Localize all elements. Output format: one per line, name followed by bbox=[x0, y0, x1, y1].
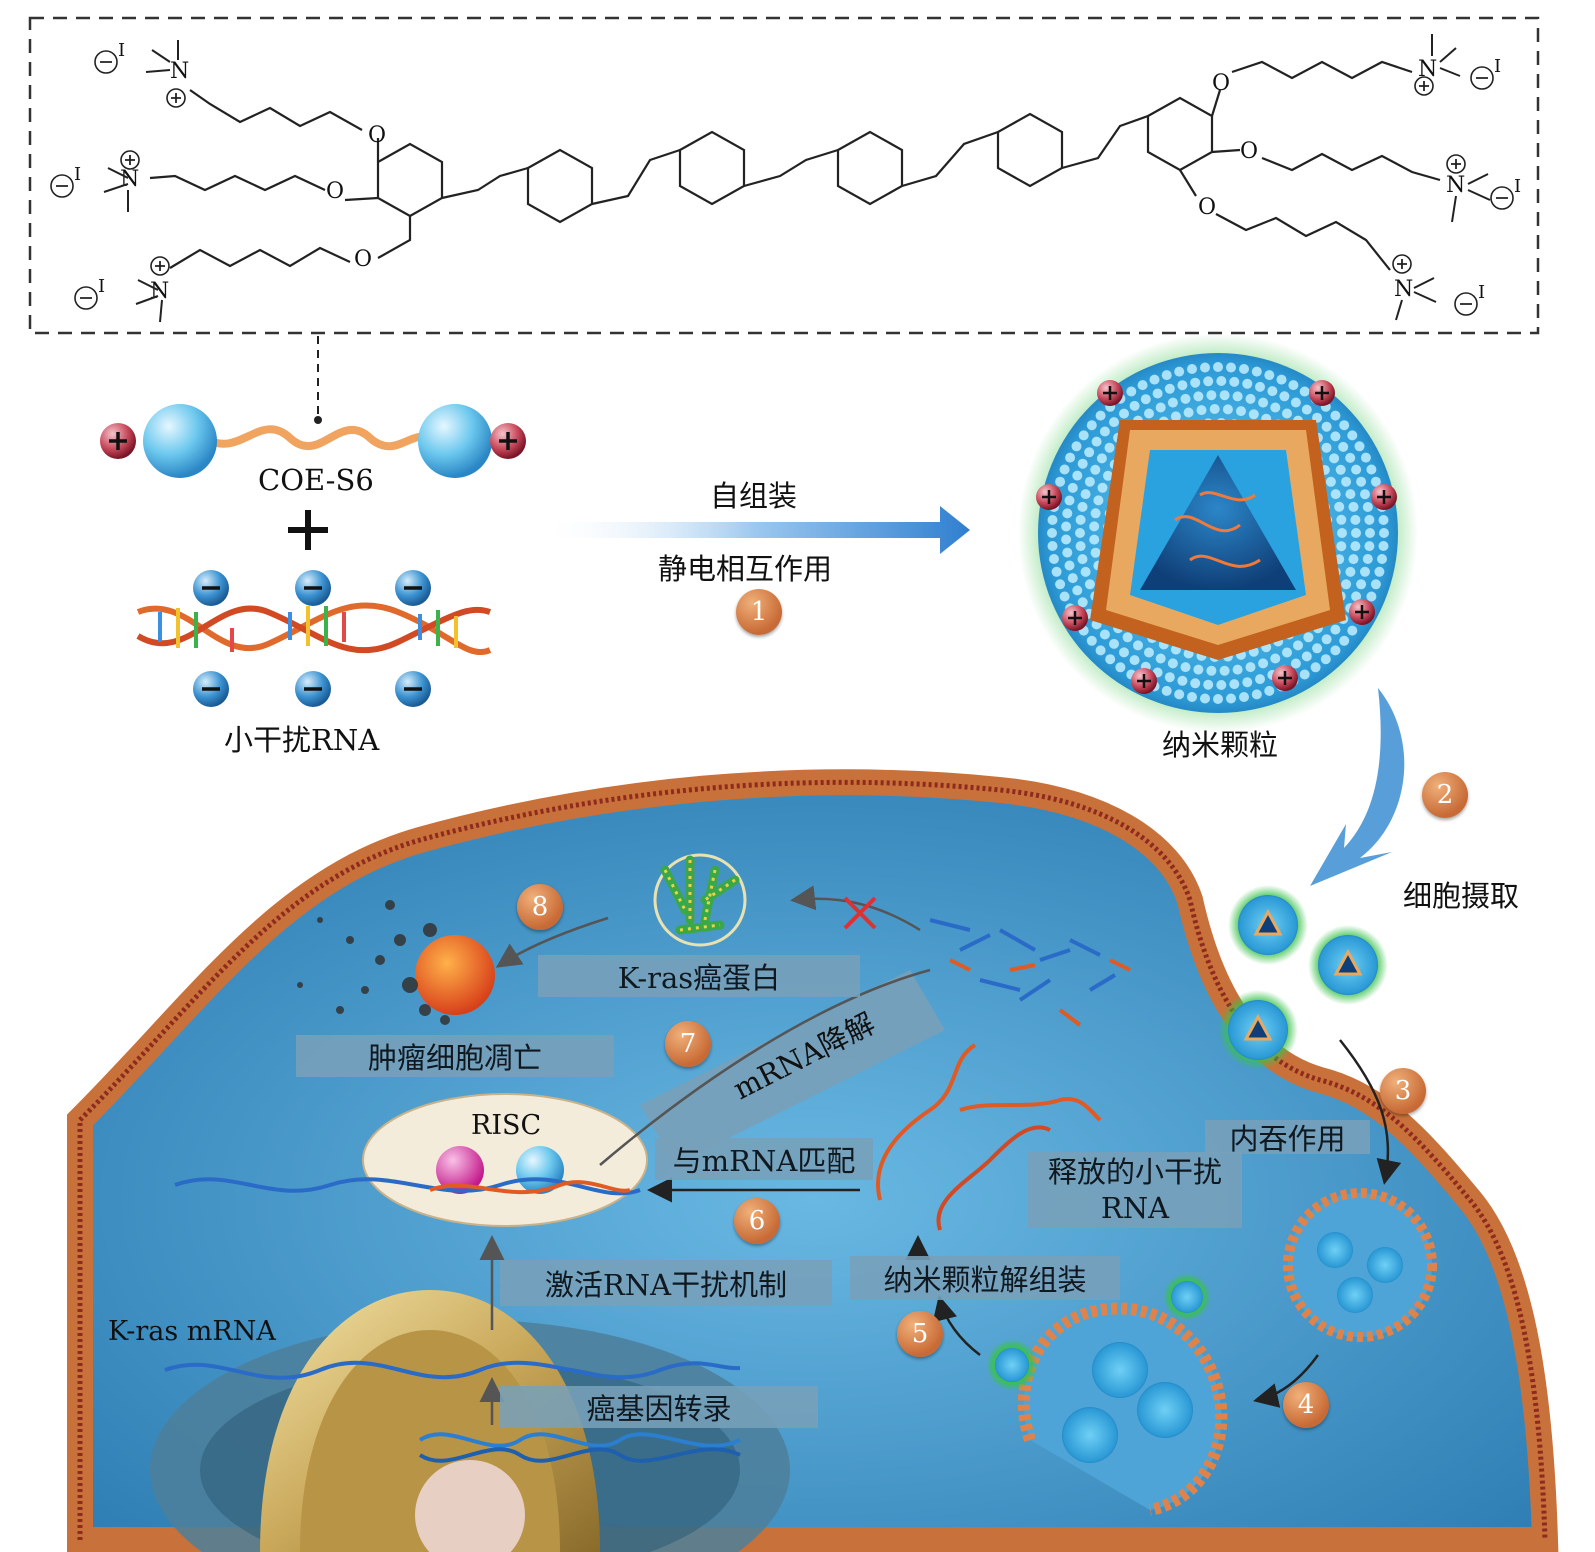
mrna-degradation-banner bbox=[640, 970, 945, 1165]
disassembling-endosome bbox=[986, 1273, 1228, 1516]
counterion-label: I bbox=[1514, 176, 1521, 197]
oxygen-atom: O bbox=[326, 179, 344, 204]
oxygen-atom: O bbox=[368, 123, 386, 148]
uptake-label: 细胞摄取 bbox=[1403, 879, 1520, 913]
molecule-dashed-frame bbox=[28, 16, 1540, 335]
self-assembly-label: 自组装 bbox=[710, 479, 798, 513]
arrow-icon bbox=[495, 916, 609, 968]
cross-mark-icon bbox=[843, 896, 877, 930]
arrow-icon bbox=[1253, 1354, 1320, 1408]
endocytosis-label: 内吞作用 bbox=[1205, 1120, 1370, 1156]
electrostatic-label: 静电相互作用 bbox=[658, 552, 833, 586]
step-badge-7: 7 bbox=[665, 1021, 711, 1067]
arrow-icon bbox=[790, 885, 921, 932]
counterion-label: I bbox=[1478, 282, 1485, 303]
benzene-ring bbox=[996, 112, 1064, 188]
nitrogen-atom: N bbox=[1394, 277, 1413, 302]
oncogene-transcription-label: 癌基因转录 bbox=[500, 1386, 818, 1428]
released-sirna-strands bbox=[876, 1043, 1102, 1231]
self-assembly-arrow bbox=[540, 506, 970, 554]
degraded-mrna-fragments bbox=[929, 918, 1131, 1027]
nanoparticle-label: 纳米颗粒 bbox=[1162, 728, 1279, 762]
endocytosed-nanoparticles bbox=[1218, 885, 1388, 1070]
sirna-helix bbox=[136, 602, 492, 655]
released-sirna-label: 释放的小干扰RNA bbox=[1028, 1152, 1242, 1228]
activate-rnai-label: 激活RNA干扰机制 bbox=[500, 1260, 832, 1306]
oxygen-atom: O bbox=[354, 247, 372, 272]
step-badge-8: 8 bbox=[517, 884, 563, 930]
coe-s6-label: COE-S6 bbox=[258, 463, 374, 497]
uptake-arrow bbox=[1310, 688, 1405, 886]
oxygen-atom: O bbox=[1198, 195, 1216, 220]
match-mrna-label: 与mRNA匹配 bbox=[655, 1138, 873, 1180]
coe-s6-icon bbox=[100, 404, 526, 478]
target-mrna-strand bbox=[174, 1177, 641, 1196]
molecule-structure: O O O O O O N N N N N N bbox=[28, 16, 1540, 335]
nitrogen-atom: N bbox=[1446, 173, 1465, 198]
counterion-label: I bbox=[98, 276, 105, 297]
step-badge-4: 4 bbox=[1283, 1382, 1329, 1428]
benzene-ring bbox=[376, 142, 444, 218]
kras-protein bbox=[653, 853, 747, 947]
nitrogen-atom: N bbox=[120, 167, 139, 192]
nitrogen-atom: N bbox=[170, 59, 189, 84]
apoptotic-cell bbox=[297, 900, 495, 1025]
counterion-label: I bbox=[118, 40, 125, 61]
apoptosis-label: 肿瘤细胞凋亡 bbox=[296, 1035, 614, 1077]
counterion-label: I bbox=[1494, 56, 1501, 77]
kras-mrna-label: K-ras mRNA bbox=[108, 1316, 276, 1347]
counterion-label: I bbox=[74, 164, 81, 185]
arrow-icon bbox=[1339, 1039, 1402, 1185]
oxygen-atom: O bbox=[1240, 139, 1258, 164]
benzene-ring bbox=[836, 130, 904, 206]
endosome bbox=[1283, 1188, 1437, 1342]
step-badge-2: 2 bbox=[1422, 772, 1468, 818]
nitrogen-atom: N bbox=[1418, 57, 1437, 82]
step-badge-5: 5 bbox=[897, 1311, 943, 1357]
arrow-icon bbox=[932, 1295, 981, 1356]
nitrogen-atom: N bbox=[150, 279, 169, 304]
sirna-negative-charges bbox=[193, 570, 431, 707]
kras-protein-label: K-ras癌蛋白 bbox=[538, 955, 860, 997]
step-badge-1: 1 bbox=[736, 589, 782, 635]
risc-label: RISC bbox=[471, 1110, 542, 1141]
disassembly-label: 纳米颗粒解组装 bbox=[850, 1256, 1120, 1300]
benzene-ring bbox=[526, 148, 594, 224]
plus-sign bbox=[288, 510, 328, 550]
oxygen-atom: O bbox=[1212, 71, 1230, 96]
step-badge-6: 6 bbox=[734, 1198, 780, 1244]
benzene-ring bbox=[678, 130, 746, 206]
sirna-label: 小干扰RNA bbox=[224, 723, 380, 757]
arrow-icon bbox=[599, 968, 931, 1166]
nanoparticle bbox=[1018, 333, 1418, 733]
benzene-ring bbox=[1146, 96, 1214, 172]
kras-mrna-strand bbox=[164, 1360, 741, 1380]
step-badge-3: 3 bbox=[1380, 1068, 1426, 1114]
